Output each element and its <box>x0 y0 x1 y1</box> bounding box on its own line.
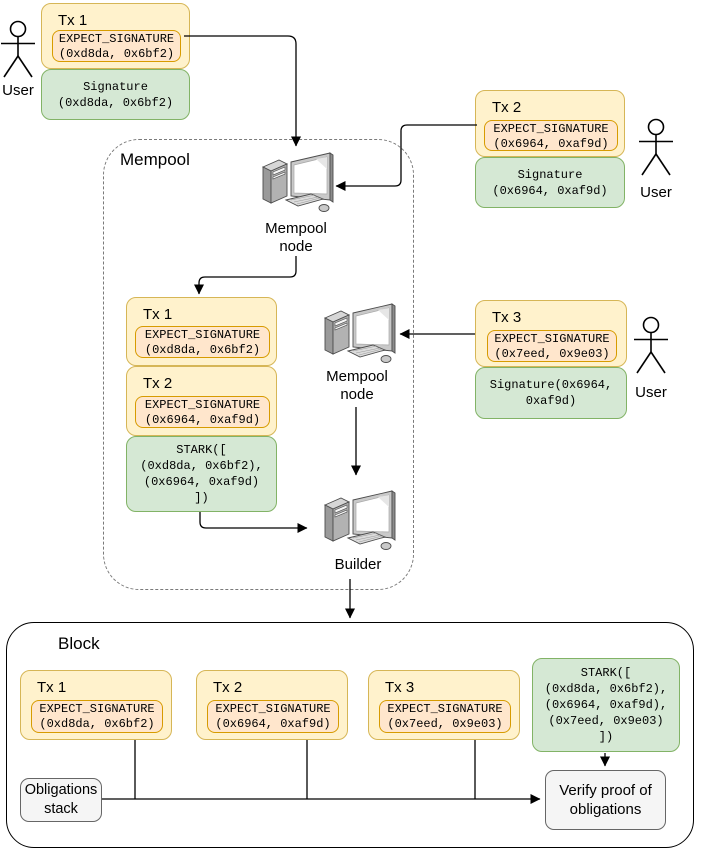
workstation-icon <box>324 490 396 550</box>
expect-args: (0x6964, 0xaf9d) <box>144 413 261 427</box>
tx2-title: Tx 2 <box>492 99 522 116</box>
workstation-icon <box>262 152 334 212</box>
obligations-stack-box: Obligations stack <box>20 778 102 822</box>
tx2-box: Tx 2 EXPECT_SIGNATURE (0x6964, 0xaf9d) <box>475 90 625 157</box>
user-icon <box>0 20 36 78</box>
block-tx3-expect-signature: EXPECT_SIGNATURE (0x7eed, 0x9e03) <box>379 700 511 733</box>
expect-opcode: EXPECT_SIGNATURE <box>144 398 261 412</box>
connector-tx1-to-node1 <box>184 35 301 147</box>
user2-label: User <box>640 184 672 201</box>
expect-opcode: EXPECT_SIGNATURE <box>144 328 261 342</box>
signature-line: 0xaf9d) <box>525 394 577 408</box>
expect-args: (0x7eed, 0x9e03) <box>494 347 610 361</box>
expect-args: (0x7eed, 0x9e03) <box>387 717 503 731</box>
expect-opcode: EXPECT_SIGNATURE <box>215 702 331 716</box>
stark-line: (0x6964, 0xaf9d) <box>143 475 260 489</box>
signature-line: Signature <box>83 79 148 94</box>
workstation-icon <box>324 303 396 363</box>
stark-line: (0x6964, 0xaf9d), <box>544 698 668 712</box>
expect-opcode: EXPECT_SIGNATURE <box>493 122 609 136</box>
stark-line: STARK([ <box>176 443 227 457</box>
expect-opcode: EXPECT_SIGNATURE <box>39 702 155 716</box>
tx1-signature-box: Signature (0xd8da, 0x6bf2) <box>41 69 190 120</box>
mempool-tx1-expect-signature: EXPECT_SIGNATURE (0xd8da, 0x6bf2) <box>135 326 270 358</box>
user-icon <box>638 118 674 176</box>
expect-args: (0xd8da, 0x6bf2) <box>144 343 261 357</box>
signature-line: Signature(0x6964, <box>489 378 613 392</box>
mempool-node1-label: Mempool node <box>265 220 327 255</box>
verify-proof-box: Verify proof of obligations <box>545 770 666 830</box>
expect-opcode: EXPECT_SIGNATURE <box>387 702 503 716</box>
expect-args: (0xd8da, 0x6bf2) <box>39 717 155 731</box>
signature-line: Signature <box>517 167 583 182</box>
block-tx1-box: Tx 1 EXPECT_SIGNATURE (0xd8da, 0x6bf2) <box>20 670 172 740</box>
stark-line: STARK([ <box>580 666 632 680</box>
tx3-title: Tx 3 <box>492 309 522 326</box>
stark-line: (0xd8da, 0x6bf2), <box>140 459 263 473</box>
block-tx1-title: Tx 1 <box>37 679 67 696</box>
block-tx2-box: Tx 2 EXPECT_SIGNATURE (0x6964, 0xaf9d) <box>196 670 348 740</box>
expect-args: (0xd8da, 0x6bf2) <box>58 47 175 61</box>
user-icon <box>633 316 669 374</box>
block-tx3-title: Tx 3 <box>385 679 415 696</box>
block-tx2-expect-signature: EXPECT_SIGNATURE (0x6964, 0xaf9d) <box>207 700 339 733</box>
tx1-title: Tx 1 <box>58 12 88 29</box>
block-tx3-box: Tx 3 EXPECT_SIGNATURE (0x7eed, 0x9e03) <box>368 670 520 740</box>
mempool-section-label: Mempool <box>120 150 190 169</box>
expect-args: (0x6964, 0xaf9d) <box>215 717 331 731</box>
tx1-expect-signature: EXPECT_SIGNATURE (0xd8da, 0x6bf2) <box>52 30 181 62</box>
mempool-node2-label: Mempool node <box>326 368 388 403</box>
block-tx1-expect-signature: EXPECT_SIGNATURE (0xd8da, 0x6bf2) <box>31 700 163 733</box>
expect-args: (0x6964, 0xaf9d) <box>493 137 609 151</box>
tx3-box: Tx 3 EXPECT_SIGNATURE (0x7eed, 0x9e03) <box>475 300 627 367</box>
stark-line: (0x7eed, 0x9e03) <box>548 714 664 728</box>
block-container <box>6 622 694 848</box>
tx3-signature-box: Signature(0x6964, 0xaf9d) <box>475 367 627 419</box>
block-section-label: Block <box>58 634 100 653</box>
mempool-tx2-expect-signature: EXPECT_SIGNATURE (0x6964, 0xaf9d) <box>135 396 270 428</box>
mempool-tx2-box: Tx 2 EXPECT_SIGNATURE (0x6964, 0xaf9d) <box>126 366 277 436</box>
expect-opcode: EXPECT_SIGNATURE <box>58 32 175 46</box>
mempool-tx1-box: Tx 1 EXPECT_SIGNATURE (0xd8da, 0x6bf2) <box>126 297 277 366</box>
stark-line: ]) <box>194 491 209 505</box>
user3-label: User <box>635 384 667 401</box>
signature-line: (0xd8da, 0x6bf2) <box>57 95 174 110</box>
mempool-tx2-title: Tx 2 <box>143 375 173 392</box>
stark-line: (0xd8da, 0x6bf2), <box>544 682 668 696</box>
signature-line: (0x6964, 0xaf9d) <box>492 183 608 198</box>
builder-label: Builder <box>334 556 382 573</box>
block-stark-box: STARK([ (0xd8da, 0x6bf2), (0x6964, 0xaf9… <box>532 658 680 752</box>
block-tx2-title: Tx 2 <box>213 679 243 696</box>
stark-line: ]) <box>598 730 614 744</box>
mempool-stark-box: STARK([ (0xd8da, 0x6bf2), (0x6964, 0xaf9… <box>126 436 277 512</box>
tx2-signature-box: Signature (0x6964, 0xaf9d) <box>475 157 625 208</box>
expect-opcode: EXPECT_SIGNATURE <box>494 332 610 346</box>
tx1-box: Tx 1 EXPECT_SIGNATURE (0xd8da, 0x6bf2) <box>41 3 190 69</box>
tx2-expect-signature: EXPECT_SIGNATURE (0x6964, 0xaf9d) <box>484 120 618 151</box>
tx3-expect-signature: EXPECT_SIGNATURE (0x7eed, 0x9e03) <box>487 330 617 362</box>
mempool-tx1-title: Tx 1 <box>143 306 173 323</box>
user1-label: User <box>2 82 34 99</box>
